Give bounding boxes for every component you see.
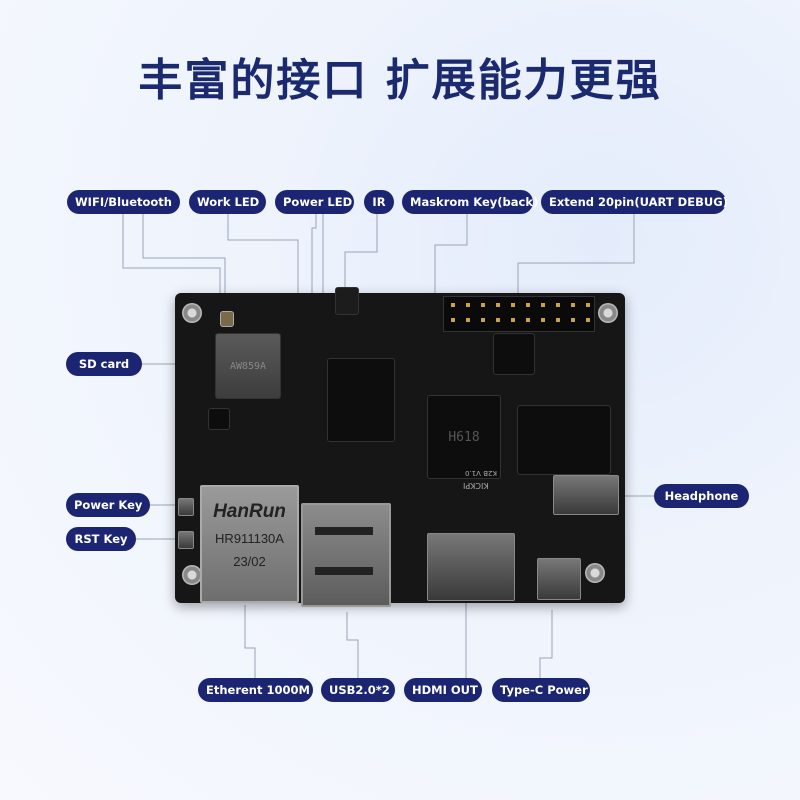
ethernet-model: HR911130A [215, 531, 284, 546]
memory-chip [327, 358, 395, 442]
typec-port[interactable] [537, 558, 581, 600]
label-power-key: Power Key [66, 493, 150, 517]
label-headphone: Headphone [654, 484, 749, 508]
gpio-header [443, 296, 595, 332]
label-rst-key: RST Key [66, 527, 136, 551]
label-maskrom-key: Maskrom Key(back) [402, 190, 538, 214]
label-typec-power: Type-C Power [492, 678, 590, 702]
small-chip [208, 408, 230, 430]
antenna-connector [220, 311, 234, 327]
label-ir: IR [364, 190, 394, 214]
board-name: KICKPI [463, 481, 489, 490]
label-wifi-bluetooth: WIFI/Bluetooth [67, 190, 180, 214]
mount-hole [585, 563, 605, 583]
soc-chip: H618 [427, 395, 501, 479]
label-sd-card: SD card [66, 352, 142, 376]
ir-receiver [335, 287, 359, 315]
ethernet-brand: HanRun [213, 501, 286, 522]
rst-key-button[interactable] [178, 531, 194, 549]
label-usb: USB2.0*2 [321, 678, 395, 702]
ethernet-port[interactable]: HanRun HR911130A 23/02 [200, 485, 299, 603]
usb-port[interactable] [301, 503, 391, 607]
wifi-module: AW859A [215, 333, 281, 399]
hdmi-port[interactable] [427, 533, 515, 601]
memory-chip [517, 405, 611, 475]
power-key-button[interactable] [178, 498, 194, 516]
page-title: 丰富的接口 扩展能力更强 [138, 55, 662, 106]
mount-hole [182, 303, 202, 323]
board: AW859A H618 KICKPI K2B V1.0 HanRun HR911… [175, 287, 625, 607]
mount-hole [182, 565, 202, 585]
label-extend-20pin: Extend 20pin(UART DEBUG) [541, 190, 728, 214]
pmic-chip [493, 333, 535, 375]
board-version: K2B V1.0 [465, 469, 497, 477]
mount-hole [598, 303, 618, 323]
ethernet-date: 23/02 [233, 554, 266, 569]
headphone-jack[interactable] [553, 475, 619, 515]
label-ethernet: Etherent 1000M [198, 678, 313, 702]
label-work-led: Work LED [189, 190, 266, 214]
label-power-led: Power LED [275, 190, 354, 214]
label-hdmi-out: HDMI OUT [404, 678, 482, 702]
